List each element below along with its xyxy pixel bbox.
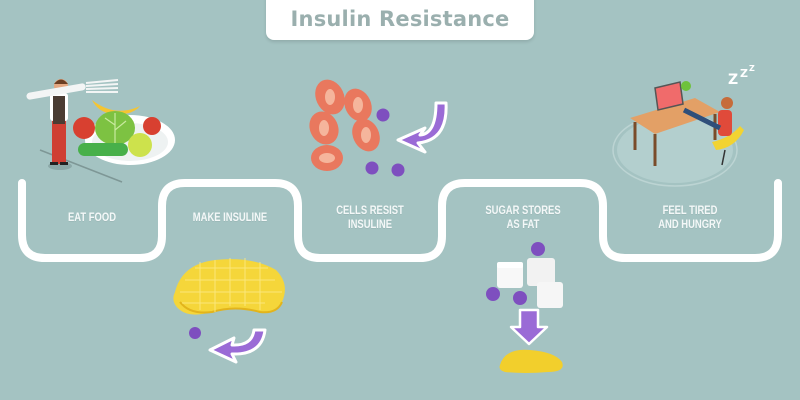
cell [309, 111, 339, 145]
insulin-molecule [365, 161, 379, 175]
pancreas [173, 259, 285, 315]
curved-arrow-icon [208, 328, 267, 364]
step-label-eat-food: EAT FOOD [51, 211, 133, 225]
banana [92, 100, 140, 115]
curved-arrow-icon [396, 101, 448, 154]
sugar-fat-illustration [486, 242, 563, 373]
fat-blob [499, 349, 563, 373]
step-label-cells-resist: CELLS RESIST INSULINE [329, 204, 411, 232]
glucose-molecule [513, 291, 527, 305]
glucose-molecule [486, 287, 500, 301]
tomato [143, 117, 161, 135]
insulin-molecule [189, 327, 201, 339]
sugar-cube [527, 258, 555, 286]
laptop-icon [654, 81, 684, 111]
title-banner: Insulin Resistance [266, 0, 534, 40]
step-label-line: AND HUNGRY [658, 219, 722, 231]
desk [630, 98, 720, 134]
step-label-line: MAKE INSULINE [192, 212, 268, 224]
cells-illustration [309, 79, 448, 177]
step-label-sugar-stores: SUGAR STORES AS FAT [482, 204, 564, 232]
sugar-cube [497, 262, 523, 288]
pancreas-illustration [173, 258, 285, 364]
down-arrow-icon [509, 308, 549, 346]
tired-worker-illustration: Z Z Z [612, 64, 755, 187]
cell [311, 145, 343, 171]
apple-red [73, 117, 95, 139]
process-path [18, 179, 782, 262]
insulin-molecule [376, 108, 390, 122]
cucumber [78, 143, 128, 156]
insulin-molecule [391, 163, 405, 177]
svg-text:Z: Z [740, 67, 748, 80]
sleep-zzz-icon: Z [728, 72, 738, 88]
cell [352, 118, 380, 152]
step-label-line: EAT FOOD [67, 212, 117, 224]
plant [681, 81, 691, 91]
step-label-feel-tired: FEEL TIRED AND HUNGRY [649, 204, 731, 232]
sugar-cube [537, 282, 563, 308]
step-label-line: SUGAR STORES [485, 205, 561, 217]
svg-text:Z: Z [749, 64, 755, 73]
step-label-line: CELLS RESIST [336, 205, 404, 217]
glucose-molecule [531, 242, 545, 256]
cell [344, 88, 372, 122]
page-title: Insulin Resistance [290, 7, 510, 31]
step-label-line: FEEL TIRED [662, 205, 718, 217]
step-label-make-insuline: MAKE INSULINE [189, 211, 271, 225]
fork-icon [26, 79, 119, 100]
food-plate-illustration [26, 79, 175, 183]
chair [712, 126, 744, 150]
step-label-line: AS FAT [506, 219, 540, 231]
step-label-line: INSULINE [347, 219, 392, 231]
apple-green [128, 133, 152, 157]
cell [315, 79, 345, 115]
